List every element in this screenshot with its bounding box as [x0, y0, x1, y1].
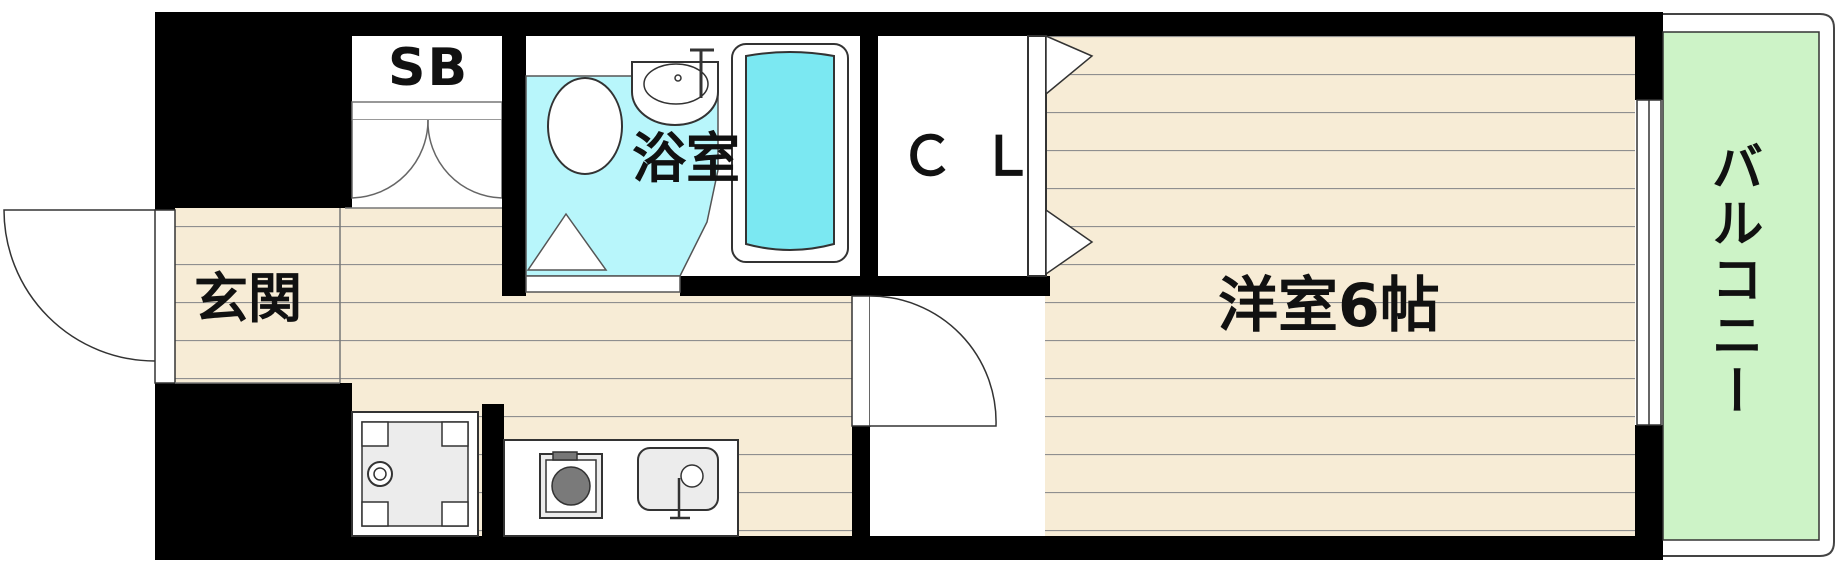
western-room-floor	[1045, 36, 1635, 536]
bathroom-label: 浴室	[632, 127, 740, 190]
bathtub-water	[745, 51, 835, 251]
stove-knob	[552, 451, 578, 461]
service-shaft-upper	[175, 36, 352, 208]
cabinet-door-swing-left	[351, 119, 429, 199]
wall-kitchen-post	[482, 404, 504, 536]
storage-sb-area	[352, 36, 502, 102]
balcony-floor	[1662, 31, 1820, 541]
toilet-bowl	[547, 77, 623, 175]
wall-bath-bottom-left	[502, 284, 526, 296]
wall-top	[155, 12, 1663, 36]
wall-bath-right	[860, 36, 878, 296]
balcony-label: バルコニー	[1702, 140, 1762, 420]
room-door-swing	[869, 295, 997, 427]
balcony-rail	[1663, 13, 1835, 557]
closet-door-frame	[1027, 35, 1047, 277]
washer-tray-corner-br	[441, 501, 469, 527]
wall-bottom	[155, 536, 1663, 560]
washer-tray-corner-tr	[441, 421, 469, 447]
stove-burner	[551, 466, 591, 506]
washer-drain-inner	[373, 467, 387, 481]
washer-drain	[367, 461, 393, 487]
storage-sb-label: SB	[388, 38, 470, 98]
basin-bowl	[643, 63, 709, 105]
wall-left-upper	[155, 12, 175, 210]
cabinet-door-swing-right	[427, 119, 503, 199]
entrance-floor	[175, 208, 345, 383]
closet-door-leaf-upper	[1045, 34, 1094, 96]
wall-right-upper	[1635, 12, 1663, 100]
entrance-door-frame	[154, 209, 176, 384]
basin-drain	[674, 74, 682, 82]
closet-door-leaf-lower	[1045, 208, 1094, 276]
wall-bath-left	[502, 36, 526, 296]
service-shaft-lower	[175, 383, 352, 536]
washer-tray-corner-tl	[361, 421, 389, 447]
room-door-frame	[851, 295, 871, 427]
shower-corner	[526, 212, 608, 271]
western-room-label: 洋室6帖	[1218, 271, 1440, 341]
wall-right-lower	[1635, 425, 1663, 560]
closet-label: ＣＬ	[900, 125, 1060, 188]
washer-tray-corner-bl	[361, 501, 389, 527]
entrance-door-swing	[3, 209, 156, 362]
closet-area	[878, 36, 1036, 276]
storage-shelf	[351, 101, 503, 121]
entrance-label: 玄関	[194, 267, 302, 330]
wall-left-lower	[155, 383, 175, 560]
kitchen-sink-drain	[680, 464, 704, 488]
bathroom-threshold	[525, 275, 681, 293]
